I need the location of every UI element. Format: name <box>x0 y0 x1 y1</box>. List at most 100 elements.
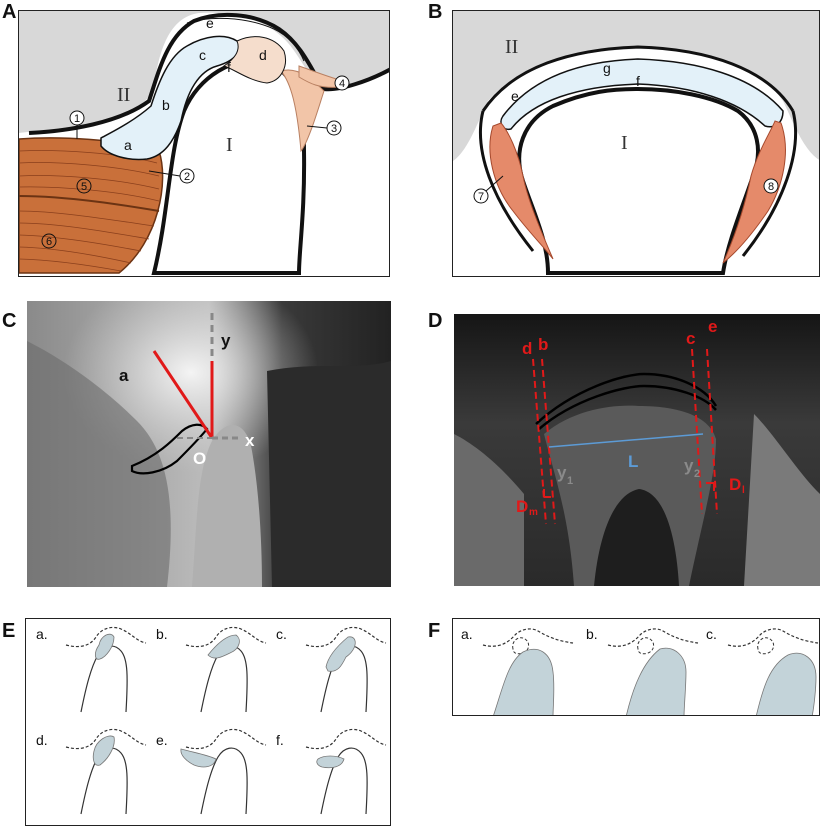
label-f-c: c. <box>706 626 717 642</box>
mri-tissue-left <box>454 434 524 586</box>
mri-neck <box>594 489 679 586</box>
label-y2: y 2 <box>684 456 700 480</box>
line-e <box>706 348 718 515</box>
label-c: c <box>686 329 695 348</box>
panel-f-drawing: a. b. c. <box>461 626 819 715</box>
panel-e-frame: a. b. c. d. e. f. <box>25 618 391 826</box>
label-x: x <box>245 431 255 450</box>
label-roman-i: I <box>226 134 233 156</box>
skull-region <box>453 11 819 161</box>
label-e-b: b. <box>156 626 168 642</box>
label-d: d <box>522 339 532 358</box>
subfigure-e-a <box>65 626 147 713</box>
svg-text:4: 4 <box>339 78 345 90</box>
svg-text:7: 7 <box>478 191 484 203</box>
mri-tissue-right <box>744 414 820 586</box>
callout-8: 8 <box>763 178 779 194</box>
fossa-outline <box>28 12 389 135</box>
label-f: f <box>636 73 640 89</box>
subfigure-f-a <box>482 628 574 715</box>
svg-text:m: m <box>529 507 538 518</box>
svg-text:2: 2 <box>184 171 190 183</box>
svg-text:5: 5 <box>81 181 87 193</box>
label-a: a <box>124 137 132 153</box>
svg-text:D: D <box>516 497 528 516</box>
label-e: e <box>511 88 519 104</box>
line-L <box>548 433 704 448</box>
mri-dark-right <box>267 361 391 587</box>
label-roman-ii: II <box>117 84 130 106</box>
mri-disc-outer <box>535 372 718 425</box>
mri-disc-inner <box>538 384 717 430</box>
subfigure-e-c <box>305 626 387 713</box>
label-L: L <box>628 452 638 471</box>
svg-text:l: l <box>742 485 745 496</box>
capsule-right <box>741 110 798 257</box>
label-y: y <box>221 331 231 350</box>
panel-c-image: a y x O <box>27 301 391 587</box>
label-dl: D l <box>729 475 745 496</box>
label-b: b <box>538 335 548 354</box>
callout-4: 4 <box>334 75 350 91</box>
label-a: a <box>119 366 129 385</box>
label-o: O <box>193 449 206 468</box>
svg-text:y: y <box>557 463 567 482</box>
bracket-dl <box>706 482 715 491</box>
callout-6: 6 <box>41 233 57 249</box>
callout-3: 3 <box>306 120 342 136</box>
subfigure-f-c <box>727 628 819 715</box>
label-dm: D m <box>516 497 538 518</box>
articular-disc <box>500 58 784 131</box>
condyle <box>517 86 760 275</box>
ligament-8 <box>722 120 786 264</box>
svg-text:1: 1 <box>74 113 80 125</box>
layer-e <box>186 17 305 62</box>
mri-tissue-left <box>27 341 171 587</box>
muscle-divider <box>19 195 160 212</box>
label-e-f: f. <box>276 732 284 748</box>
label-f-b: b. <box>586 626 598 642</box>
fossa-outline <box>481 45 795 112</box>
subfigure-e-f <box>305 728 387 815</box>
callout-5: 5 <box>76 178 92 194</box>
label-d: d <box>259 47 267 63</box>
label-b: b <box>162 97 170 113</box>
label-f: f <box>227 59 231 75</box>
label-roman-ii: II <box>505 36 518 58</box>
panel-label-f: F <box>428 620 441 642</box>
label-e-d: d. <box>36 732 48 748</box>
bracket-dm <box>543 489 551 498</box>
capsule-left <box>478 110 535 252</box>
skull-region <box>19 11 389 133</box>
line-b <box>541 358 556 525</box>
subfigure-f-b <box>607 628 699 715</box>
mri-condyle <box>192 424 262 587</box>
svg-text:D: D <box>729 475 741 494</box>
svg-text:2: 2 <box>694 468 700 480</box>
label-e-c: c. <box>276 626 287 642</box>
label-e: e <box>708 317 717 336</box>
label-roman-i: I <box>621 132 628 154</box>
callout-7: 7 <box>473 175 504 204</box>
axis-a-red <box>152 350 214 439</box>
panel-a-frame: a b c d e f I II 1 2 3 4 5 <box>18 10 390 277</box>
panel-c-frame: a y x O <box>27 301 391 587</box>
panel-label-c: C <box>2 310 17 332</box>
subfigure-e-b <box>185 626 267 713</box>
line-c <box>691 348 703 515</box>
label-g: g <box>603 60 611 76</box>
panel-d-frame: d b c e L y 1 y 2 D m D l <box>454 314 820 586</box>
svg-text:y: y <box>684 456 694 475</box>
svg-text:6: 6 <box>46 236 52 248</box>
callout-1: 1 <box>69 110 85 139</box>
panel-f-frame: a. b. c. <box>452 618 820 716</box>
label-e: e <box>206 15 214 31</box>
disc-posterior <box>222 36 286 84</box>
panel-label-b: B <box>428 1 443 23</box>
svg-text:8: 8 <box>768 181 774 193</box>
callout-2: 2 <box>148 168 195 184</box>
panel-label-a: A <box>2 1 17 23</box>
panel-label-d: D <box>428 310 443 332</box>
panel-a-drawing: a b c d e f I II 1 2 3 4 5 <box>19 11 389 275</box>
subfigure-e-d <box>65 728 147 815</box>
